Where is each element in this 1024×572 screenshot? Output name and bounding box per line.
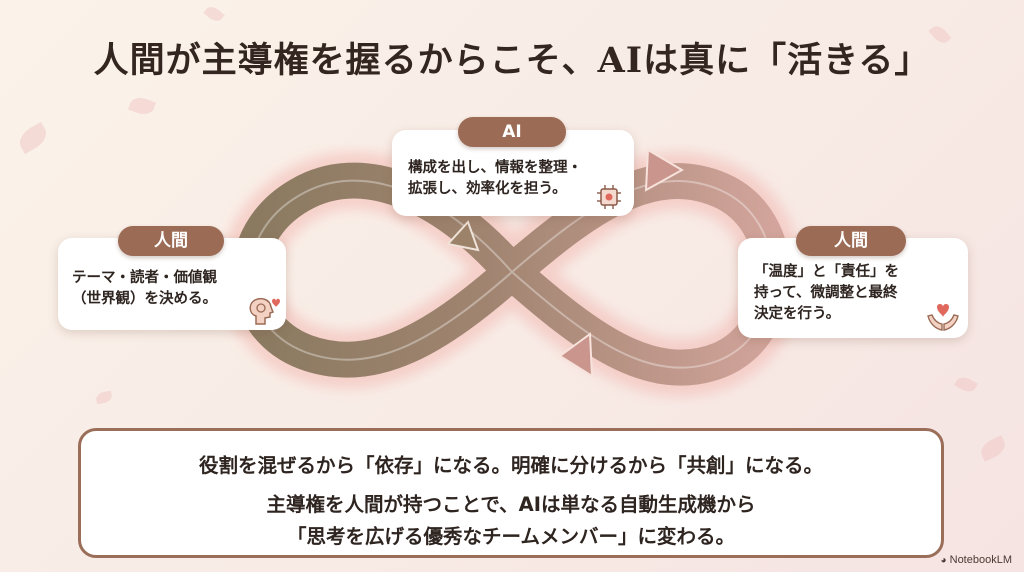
notebooklm-logo-icon: ◕ (940, 555, 947, 566)
card-human-left-text: テーマ・読者・価値観 （世界観）を決める。 (72, 270, 217, 307)
card-ai-text: 構成を出し、情報を整理・ 拡張し、効率化を担う。 (408, 160, 582, 197)
loop-highlight (249, 179, 774, 369)
tag-ai: AI (458, 117, 566, 147)
card-human-right-text: 「温度」と「責任」を 持って、微調整と最終 決定を行う。 (754, 264, 899, 322)
message-box: 役割を混ぜるから「依存」になる。明確に分けるから「共創」になる。 主導権を人間が… (78, 428, 944, 558)
loop-band (232, 162, 791, 386)
hands-heart-icon (927, 304, 959, 331)
tag-human-left: 人間 (118, 226, 224, 256)
message-line-2: 主導権を人間が持つことで、AIは単なる自動生成機から (266, 493, 756, 516)
arrow-head-center (446, 220, 480, 252)
tag-human-right: 人間 (796, 226, 906, 256)
brand-watermark: ◕ NotebookLM (941, 554, 1012, 566)
page-title: 人間が主導権を握るからこそ、AIは真に「活きる」 (93, 40, 931, 81)
head-heart-icon (249, 297, 280, 325)
message-line-1: 役割を混ぜるから「依存」になる。明確に分けるから「共創」になる。 (198, 454, 823, 477)
brand-label: NotebookLM (949, 554, 1012, 566)
arrow-head-top (644, 148, 685, 192)
message-line-3: 「思考を広げる優秀なチームメンバー」に変わる。 (287, 525, 735, 548)
arrow-head-bottom (558, 332, 594, 378)
chip-icon (597, 185, 621, 209)
